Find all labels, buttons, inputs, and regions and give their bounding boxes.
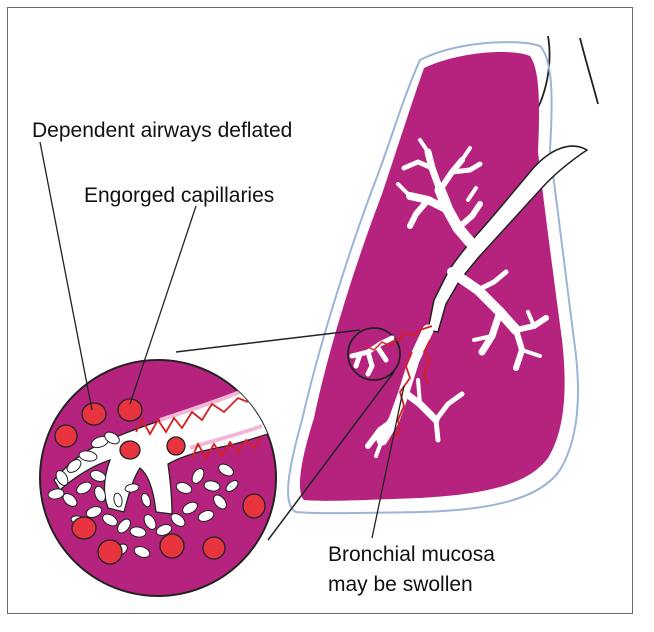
leader-mucosa <box>371 385 405 539</box>
zoom-line-bottom <box>267 371 395 541</box>
marker-airway <box>349 335 395 377</box>
pleura-outline <box>287 41 579 515</box>
label-bronchial-mucosa-line1: Bronchial mucosa <box>328 543 495 566</box>
lower-airway-branches <box>365 324 465 458</box>
main-bronchus <box>427 145 589 333</box>
zoom-line-top <box>175 329 361 353</box>
leader-capillaries <box>129 205 197 405</box>
label-engorged-capillaries: Engorged capillaries <box>84 184 275 207</box>
magnified-content <box>47 379 276 565</box>
engorged-capillaries <box>54 398 266 565</box>
magnified-mucosa-red <box>135 396 263 460</box>
marker-mucosa <box>365 337 399 351</box>
leader-airways <box>39 141 93 411</box>
label-dependent-airways: Dependent airways deflated <box>32 119 293 142</box>
label-bronchial-mucosa: Bronchial mucosa may be swollen <box>328 540 495 600</box>
lung-lobe <box>299 52 565 501</box>
upper-airway-branches <box>396 138 483 248</box>
right-airway-branches <box>447 267 549 371</box>
label-bronchial-mucosa-line2: may be swollen <box>328 573 473 596</box>
swollen-mucosa-lung <box>387 325 433 441</box>
